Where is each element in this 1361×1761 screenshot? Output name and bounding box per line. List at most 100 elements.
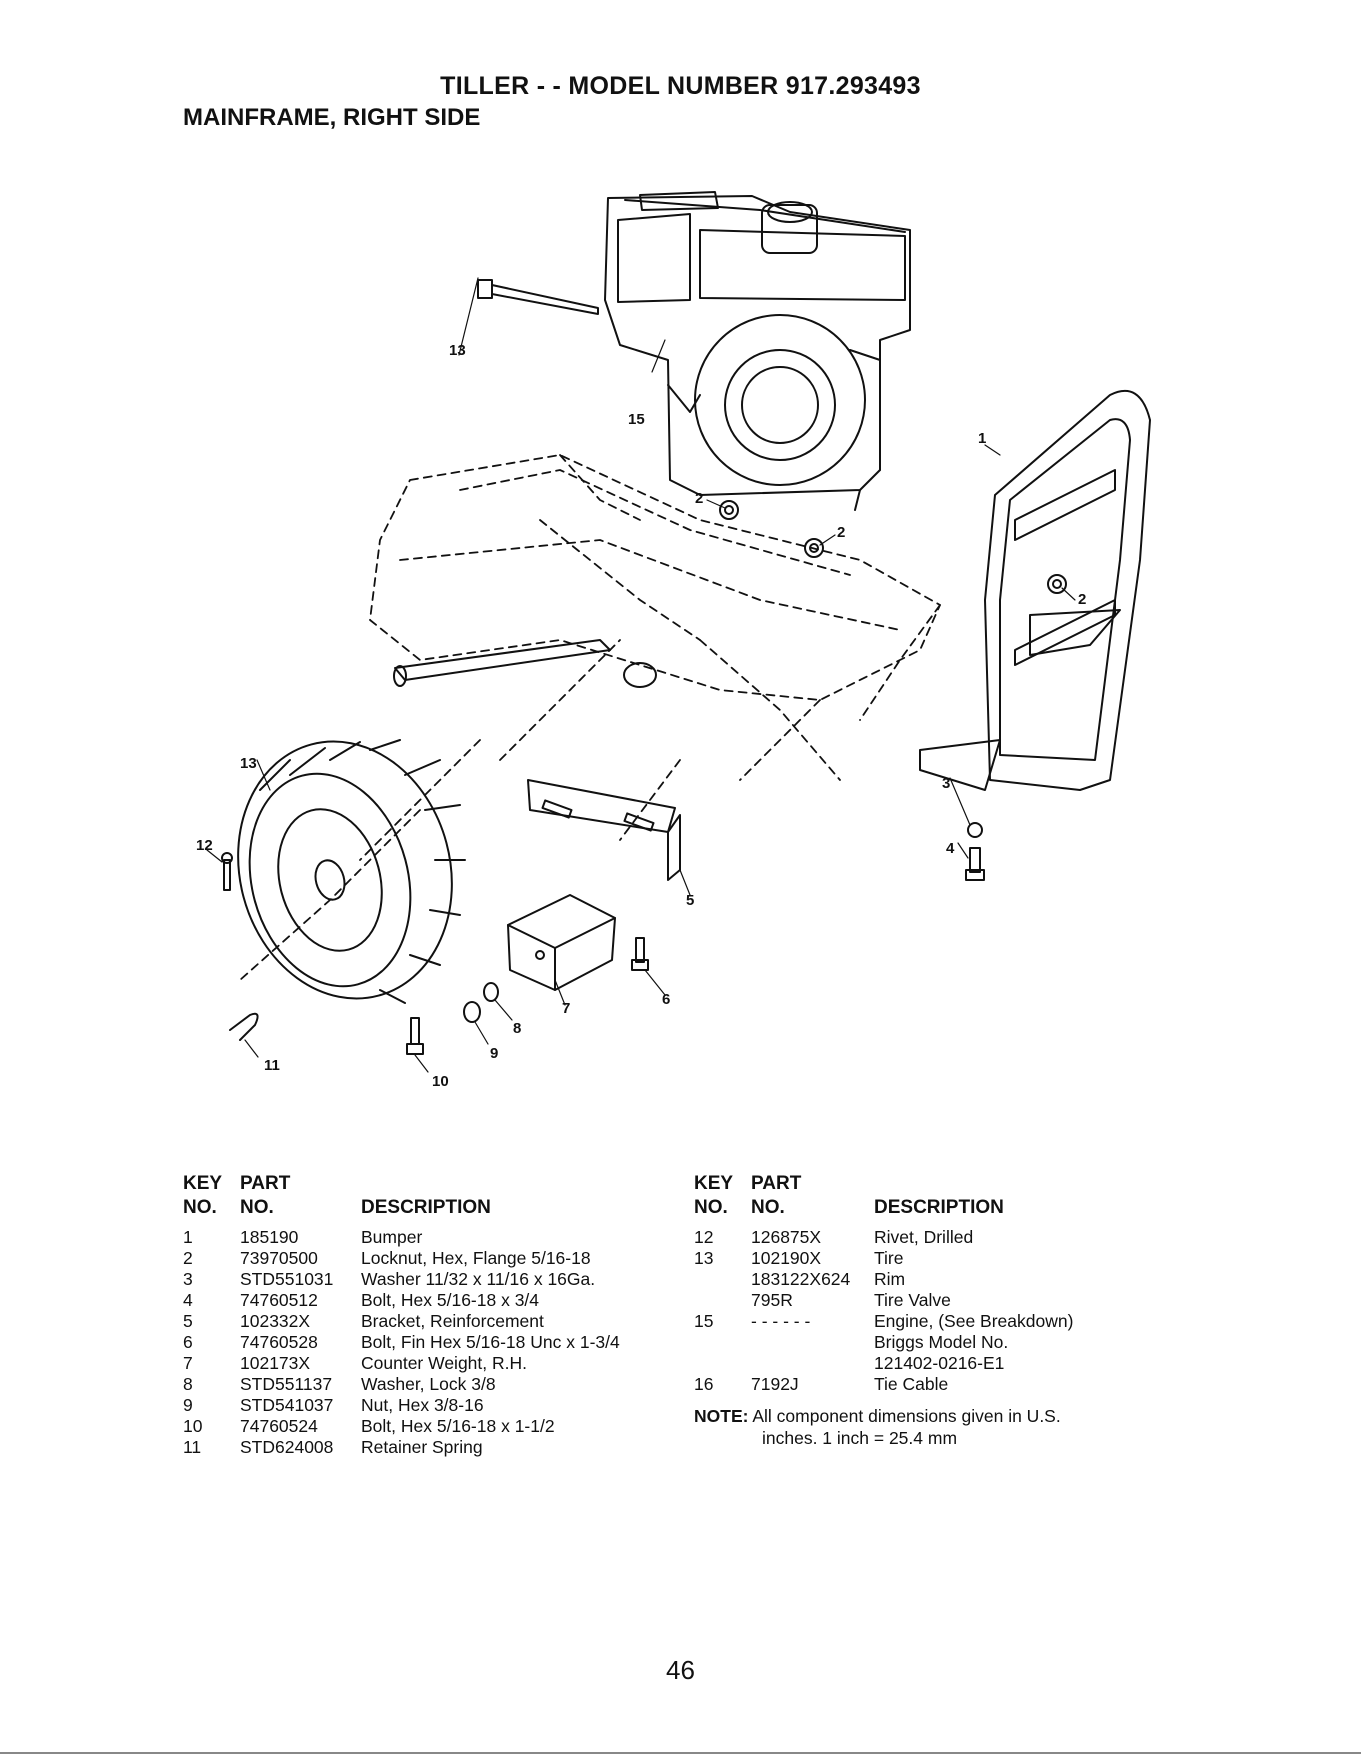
- table-row: 9 STD541037 Nut, Hex 3/8-16: [183, 1395, 703, 1416]
- cell-part: 183122X624: [751, 1269, 851, 1289]
- cell-part: 185190: [240, 1227, 299, 1247]
- note-label: NOTE:: [694, 1406, 749, 1426]
- cell-desc: Engine, (See Breakdown): [874, 1311, 1074, 1331]
- cell-part: 126875X: [751, 1227, 822, 1247]
- cell-key: 6: [183, 1332, 193, 1352]
- cell-part: 74760524: [240, 1416, 318, 1436]
- cell-part: 7192J: [751, 1374, 799, 1394]
- callout-15: 15: [628, 411, 645, 428]
- cell-part: - - - - - -: [751, 1311, 811, 1331]
- callout-2a: 2: [695, 490, 703, 507]
- mainframe-drawing: [239, 454, 941, 981]
- hardware-drawing: [221, 500, 1067, 1055]
- cell-key: 5: [183, 1311, 193, 1331]
- axle-shaft-drawing: [393, 639, 657, 688]
- tie-cable-drawing: [477, 279, 599, 315]
- cell-key: 8: [183, 1374, 193, 1394]
- callout-7: 7: [562, 1000, 570, 1017]
- cell-part: 102332X: [240, 1311, 311, 1331]
- cell-key: 15: [694, 1311, 714, 1331]
- cell-part: 74760528: [240, 1332, 318, 1352]
- cell-part: 795R: [751, 1290, 793, 1310]
- cell-desc: Retainer Spring: [361, 1437, 483, 1457]
- key-header: KEY: [694, 1173, 734, 1194]
- callout-10: 10: [432, 1073, 449, 1090]
- cell-desc: Rivet, Drilled: [874, 1227, 974, 1247]
- callout-2c: 2: [1078, 591, 1086, 608]
- table-header-row-1: KEY PART: [183, 1173, 703, 1197]
- callout-16: 13: [449, 342, 466, 359]
- key-header: KEY: [183, 1173, 223, 1194]
- cell-desc: Bolt, Hex 5/16-18 x 3/4: [361, 1290, 540, 1310]
- callout-3: 3: [942, 775, 950, 792]
- engine-drawing: [604, 191, 911, 511]
- callout-8: 8: [513, 1020, 521, 1037]
- table-row: 7 102173X Counter Weight, R.H.: [183, 1353, 703, 1374]
- cell-desc: Tire Valve: [874, 1290, 951, 1310]
- description-header: DESCRIPTION: [874, 1197, 1004, 1218]
- cell-desc: Locknut, Hex, Flange 5/16-18: [361, 1248, 591, 1268]
- page-number: 46: [666, 1655, 695, 1685]
- cell-key: 1: [183, 1227, 193, 1247]
- cell-part: 102190X: [751, 1248, 822, 1268]
- table-row: 15 - - - - - - Engine, (See Breakdown): [694, 1311, 1214, 1332]
- cell-part: STD624008: [240, 1437, 334, 1457]
- cell-key: 13: [694, 1248, 714, 1268]
- cell-part: 102173X: [240, 1353, 311, 1373]
- cell-desc: Bolt, Hex 5/16-18 x 1-1/2: [361, 1416, 555, 1436]
- callout-2b: 2: [837, 524, 845, 541]
- counterweight-drawing: [507, 894, 616, 991]
- cell-key: 11: [183, 1437, 202, 1457]
- table-row: 121402-0216-E1: [694, 1353, 1214, 1374]
- exploded-parts-diagram: 13 15 1 2 2 2 3 4 5 6 7 8 9 10 11 12 13: [196, 191, 1151, 1090]
- cell-part: STD551031: [240, 1269, 334, 1289]
- table-row: 8 STD551137 Washer, Lock 3/8: [183, 1374, 703, 1395]
- callout-13: 13: [240, 755, 257, 772]
- callout-11: 11: [264, 1057, 280, 1074]
- part-header: PART: [240, 1173, 291, 1194]
- part-header: NO.: [240, 1197, 274, 1218]
- note: NOTE: All component dimensions given in …: [694, 1405, 1214, 1449]
- key-header: NO.: [694, 1197, 728, 1218]
- note-line-1: All component dimensions given in U.S.: [752, 1406, 1061, 1426]
- section-subtitle: MAINFRAME, RIGHT SIDE: [183, 104, 481, 131]
- bumper-drawing: [919, 390, 1151, 791]
- cell-desc: Washer 11/32 x 11/16 x 16Ga.: [361, 1269, 596, 1289]
- callout-9: 9: [490, 1045, 498, 1062]
- cell-key: 16: [694, 1374, 714, 1394]
- cell-desc: Rim: [874, 1269, 906, 1289]
- cell-key: 2: [183, 1248, 193, 1268]
- callout-5: 5: [686, 892, 694, 909]
- note-line-2: inches. 1 inch = 25.4 mm: [762, 1428, 958, 1448]
- cell-key: 9: [183, 1395, 193, 1415]
- callout-4: 4: [946, 840, 955, 857]
- key-header: NO.: [183, 1197, 217, 1218]
- cell-desc: Briggs Model No.: [874, 1332, 1009, 1352]
- cell-desc: Counter Weight, R.H.: [361, 1353, 527, 1373]
- cell-key: 12: [694, 1227, 714, 1247]
- table-header-row-2: NO. NO. DESCRIPTION: [694, 1197, 1214, 1221]
- table-header-row-2: NO. NO. DESCRIPTION: [183, 1197, 703, 1221]
- table-row: 2 73970500 Locknut, Hex, Flange 5/16-18: [183, 1248, 703, 1269]
- cell-key: 7: [183, 1353, 193, 1373]
- cell-desc: Nut, Hex 3/8-16: [361, 1395, 484, 1415]
- cell-desc: Washer, Lock 3/8: [361, 1374, 496, 1394]
- leader-lines: [206, 277, 1076, 1073]
- table-row: 11 STD624008 Retainer Spring: [183, 1437, 703, 1458]
- callout-6: 6: [662, 991, 670, 1008]
- bottom-rule: [0, 1752, 1361, 1754]
- cell-part: STD551137: [240, 1374, 333, 1394]
- cell-part: STD541037: [240, 1395, 334, 1415]
- tire-drawing: [237, 739, 466, 1004]
- cell-part: 74760512: [240, 1290, 318, 1310]
- cell-part: 73970500: [240, 1248, 318, 1268]
- cell-desc: 121402-0216-E1: [874, 1353, 1005, 1373]
- table-row: 795R Tire Valve: [694, 1290, 1214, 1311]
